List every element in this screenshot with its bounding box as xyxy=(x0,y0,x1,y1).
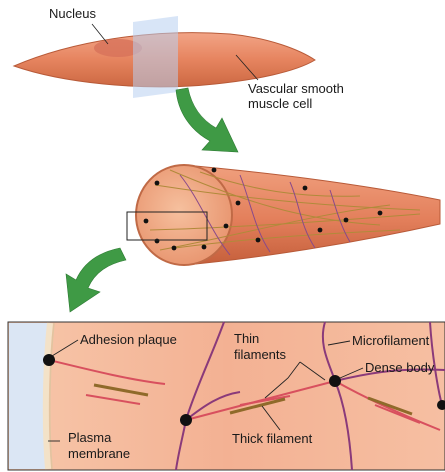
zoom-arrow-2 xyxy=(66,248,126,312)
microfilament-label: Microfilament xyxy=(352,333,429,348)
adhesion-plaque-dot xyxy=(43,354,55,366)
muscle-cell-label: muscle cell xyxy=(248,96,312,111)
nucleus-label: Nucleus xyxy=(49,6,96,21)
adhesion-plaque-label: Adhesion plaque xyxy=(80,332,177,347)
cell-segment xyxy=(136,165,440,265)
vascular-smooth-label: Vascular smooth xyxy=(248,81,344,96)
dense-body-label: Dense body xyxy=(365,360,445,375)
zoom-arrow-1 xyxy=(176,88,238,152)
thick-filament-label: Thick filament xyxy=(232,431,312,446)
dense-body-dot xyxy=(180,414,192,426)
thin-filaments-label-line1: Thin xyxy=(234,331,259,346)
plasma-membrane-label-line1: Plasma xyxy=(68,430,111,445)
dense-body-dot xyxy=(329,375,341,387)
section-plane xyxy=(133,16,178,98)
thin-filaments-label-line2: filaments xyxy=(234,347,286,362)
plasma-membrane-label-line2: membrane xyxy=(68,446,130,461)
